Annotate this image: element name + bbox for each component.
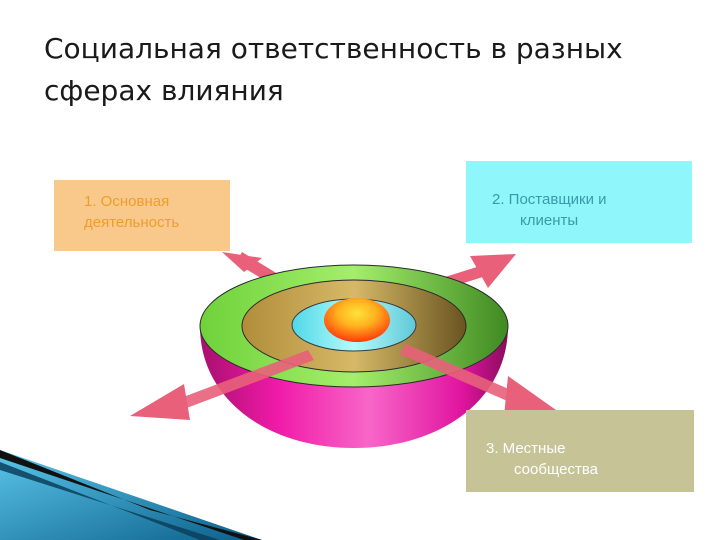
sphere-2-line-2: клиенты: [520, 212, 579, 229]
sphere-1-line-1: 1. Основная: [84, 193, 170, 210]
core-sphere: [324, 298, 390, 342]
sphere-label-local-communities: 3. Местные сообщества: [466, 410, 694, 492]
arrow-4-head: [130, 384, 190, 420]
corner-accent: [0, 450, 262, 540]
title-line-2: сферах влияния: [44, 74, 284, 107]
corner-accent-band: [0, 450, 262, 540]
sphere-label-core-business: 1. Основная деятельность: [54, 180, 230, 251]
arrow-3-head: [504, 376, 556, 416]
arrow-bottom-left: [130, 350, 314, 420]
slide-title: Социальная ответственность в разных сфер…: [44, 28, 684, 112]
sphere-label-suppliers-clients: 2. Поставщики и клиенты: [466, 161, 692, 243]
sphere-1-line-2: деятельность: [84, 214, 180, 231]
sphere-2-line-1: 2. Поставщики и: [492, 191, 607, 208]
title-line-1: Социальная ответственность в разных: [44, 32, 623, 65]
sphere-3-line-2: сообщества: [514, 461, 598, 478]
arrow-4-shaft: [170, 350, 314, 412]
arrow-2-head: [470, 254, 516, 288]
sphere-3-line-1: 3. Местные: [486, 440, 566, 457]
arrow-to-sphere-3: [400, 344, 556, 416]
arrow-3-shaft: [400, 344, 520, 404]
arrow-1-head: [222, 252, 262, 272]
